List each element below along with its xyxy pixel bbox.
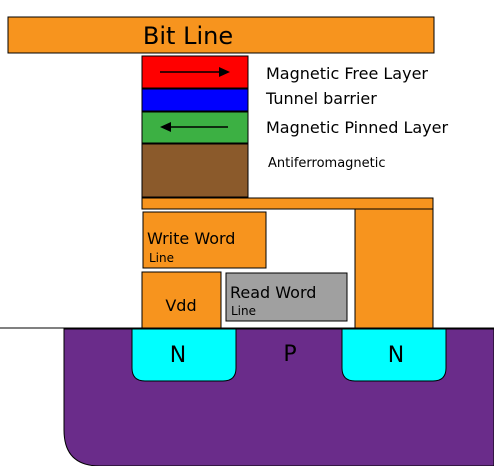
bit-line <box>7 16 435 54</box>
write-word-line <box>142 211 267 269</box>
tunnel-barrier-label: Tunnel barrier <box>265 89 377 108</box>
bit-line-label: Bit Line <box>143 22 233 50</box>
n-region-left <box>131 328 237 382</box>
free-layer-label: Magnetic Free Layer <box>266 64 428 83</box>
antiferromagnetic-layer <box>141 143 249 198</box>
vdd-contact <box>141 271 222 329</box>
n-right-label: N <box>388 343 404 368</box>
antiferromagnetic-label: Antiferromagnetic <box>268 156 386 171</box>
p-label: P <box>283 342 296 367</box>
pinned-layer-label: Magnetic Pinned Layer <box>266 118 448 137</box>
write-word-line-label-2: Line <box>149 251 174 265</box>
via-to-transistor <box>354 208 434 329</box>
read-word-line-label-2: Line <box>231 304 256 318</box>
n-region-right <box>341 328 447 382</box>
tunnel-barrier <box>141 88 249 112</box>
read-word-line <box>225 272 348 322</box>
write-word-line-label: Write Word <box>147 229 235 248</box>
pinned-layer-arrow-head <box>160 122 171 132</box>
vdd-label: Vdd <box>165 296 196 315</box>
bottom-electrode-strap <box>141 197 434 210</box>
n-left-label: N <box>170 343 186 368</box>
free-layer-arrow-head <box>219 67 230 77</box>
read-word-line-label: Read Word <box>230 283 316 302</box>
